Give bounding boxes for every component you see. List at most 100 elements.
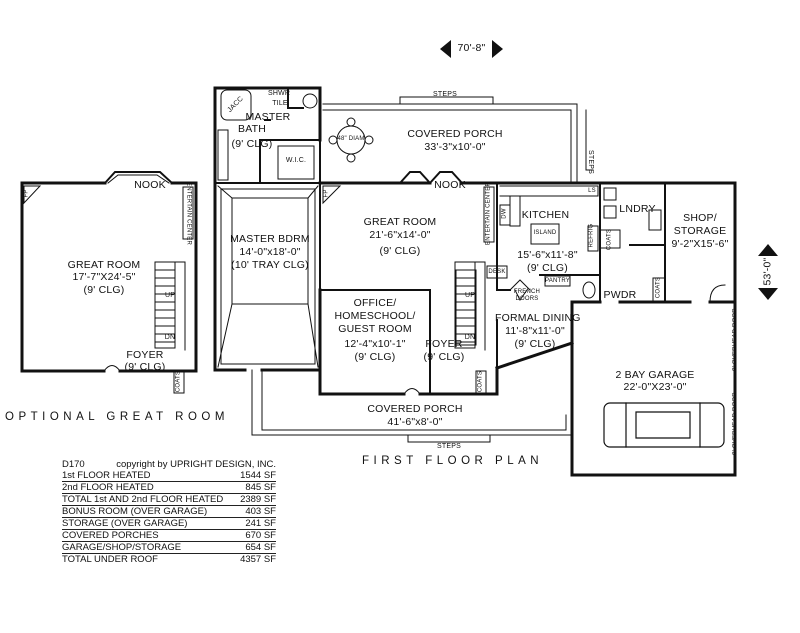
refrig-label: REFRIG [588,223,595,248]
garage-size: 22'-0"X23'-0" [623,381,687,393]
kitchen-clg: (9' CLG) [527,262,568,274]
office-clg: (9' CLG) [354,351,396,363]
rear-covered-porch [322,96,594,184]
opt-foyer-clg: (9' CLG) [124,361,166,373]
foyer-clg: (9' CLG) [423,351,465,363]
optional-great-room-title: OPTIONAL GREAT ROOM [5,411,229,423]
french-label: FRENCH [513,289,541,295]
stats-row: STORAGE (OVER GARAGE)241 SF [62,518,276,530]
optional-coats-closet [173,370,185,394]
overhead-door-2: 9' OVERHEAD DOOR [732,392,739,455]
stats-row: BONUS ROOM (OVER GARAGE) 403 SF [62,506,276,518]
master-bath-clg: (9' CLG) [231,138,273,150]
office-stair [455,269,477,346]
great-room-size: 21'-6"x14'-0" [369,229,431,241]
square-footage-table: D170 copyright by UPRIGHT DESIGN, INC. 1… [62,459,276,565]
steps-bottom-label: STEPS [437,443,461,450]
nook-label: NOOK [434,179,466,191]
stats-label: TOTAL 1st AND 2nd FLOOR HEATED [62,494,224,505]
entertain-label: ENTERTAIN CENTER [485,182,492,245]
ls-label: LS [588,188,596,194]
french-doors [509,279,531,301]
dw-label: DW [501,208,508,219]
formal-dining-name: FORMAL DINING [495,312,581,324]
formal-dining-size: 11'-8"x11'-0" [505,325,565,337]
first-floor-plan-title: FIRST FLOOR PLAN [362,455,544,467]
master-bdrm-size: 14'-0"x18'-0" [239,246,301,258]
optional-fireplace [23,185,42,205]
rear-porch-name: COVERED PORCH [407,128,503,140]
dn-label: DN [464,334,476,341]
stats-label: BONUS ROOM (OVER GARAGE) [62,506,208,517]
opt-fp-label: FP [23,189,30,198]
coats-kitchen [599,229,621,249]
width-dimension: 70'-8" [457,42,486,54]
wic-label: W.I.C. [285,157,307,164]
master-bath-name2: BATH [237,123,267,135]
foyer-name: FOYER [425,338,463,350]
master-bdrm-name: MASTER BDRM [230,233,310,245]
toilet [302,93,318,109]
stats-value: 845 SF [245,482,276,493]
island [530,223,560,245]
pwdr-label: PWDR [603,289,637,301]
stats-label: TOTAL UNDER ROOF [62,554,158,565]
dining-table [328,117,374,163]
opt-great-room-size: 17'-7"X24'-5" [72,271,136,283]
opt-great-room-clg: (9' CLG) [83,284,125,296]
pwdr-toilet [582,281,596,299]
shop-size: 9'-2"X15'-6" [671,238,729,250]
pantry [544,275,571,287]
overhead-door-1: 9' OVERHEAD DOOR [732,308,739,371]
main-house-walls [213,86,737,477]
kitchen-cabinets [499,185,599,252]
stats-value: 670 SF [245,530,276,541]
office-name2: HOMESCHOOL/ [334,310,416,322]
kitchen-size: 15'-6"x11'-8" [517,249,578,261]
front-porch-size: 41'-6"x8'-0" [387,416,443,428]
kitchen-name: KITCHEN [521,209,570,221]
opt-foyer-name: FOYER [126,349,164,361]
up-label: UP [464,292,476,299]
great-room-name: GREAT ROOM [363,216,437,228]
pantry-label: PANTRY [545,278,570,284]
desk-label: DESK [488,269,506,275]
shop-name2: STORAGE [673,225,727,237]
nook-bay [428,171,464,185]
entertain-center [483,186,495,243]
shop-name1: SHOP/ [683,212,717,224]
front-porch-name: COVERED PORCH [367,403,463,415]
opt-dn-label: DN [164,334,176,341]
desk [486,265,508,279]
island-label: ISLAND [533,230,557,236]
depth-dimension: 53'-0" [761,257,774,286]
master-bath-name1: MASTER [245,111,291,123]
coats-closet [475,370,487,394]
optional-nook-bay [103,171,174,185]
stats-value: 241 SF [245,518,276,529]
fp-label: FP [323,189,330,198]
coats-label: COATS [477,370,484,393]
stats-value: 403 SF [245,506,276,517]
front-covered-porch [251,369,573,443]
optional-entertain-center [182,186,194,240]
copyright-text: copyright by UPRIGHT DESIGN, INC. [116,459,276,470]
car [603,402,725,448]
plan-id: D170 [62,459,85,470]
optional-great-room-walls [20,181,198,373]
shwr-label: SHWR [268,90,291,97]
table-diam-label: 48" DIAM [337,136,365,142]
dimension-arrows [440,40,778,300]
shop-door [709,284,726,303]
office-size: 12'-4"x10'-1" [344,338,406,350]
steps-side-label: STEPS [587,150,594,174]
garage-name: 2 BAY GARAGE [615,369,695,381]
optional-stair [154,261,186,351]
tile-label: TILE [272,100,288,107]
coats-pwdr [652,277,666,303]
stats-value: 654 SF [245,542,276,553]
